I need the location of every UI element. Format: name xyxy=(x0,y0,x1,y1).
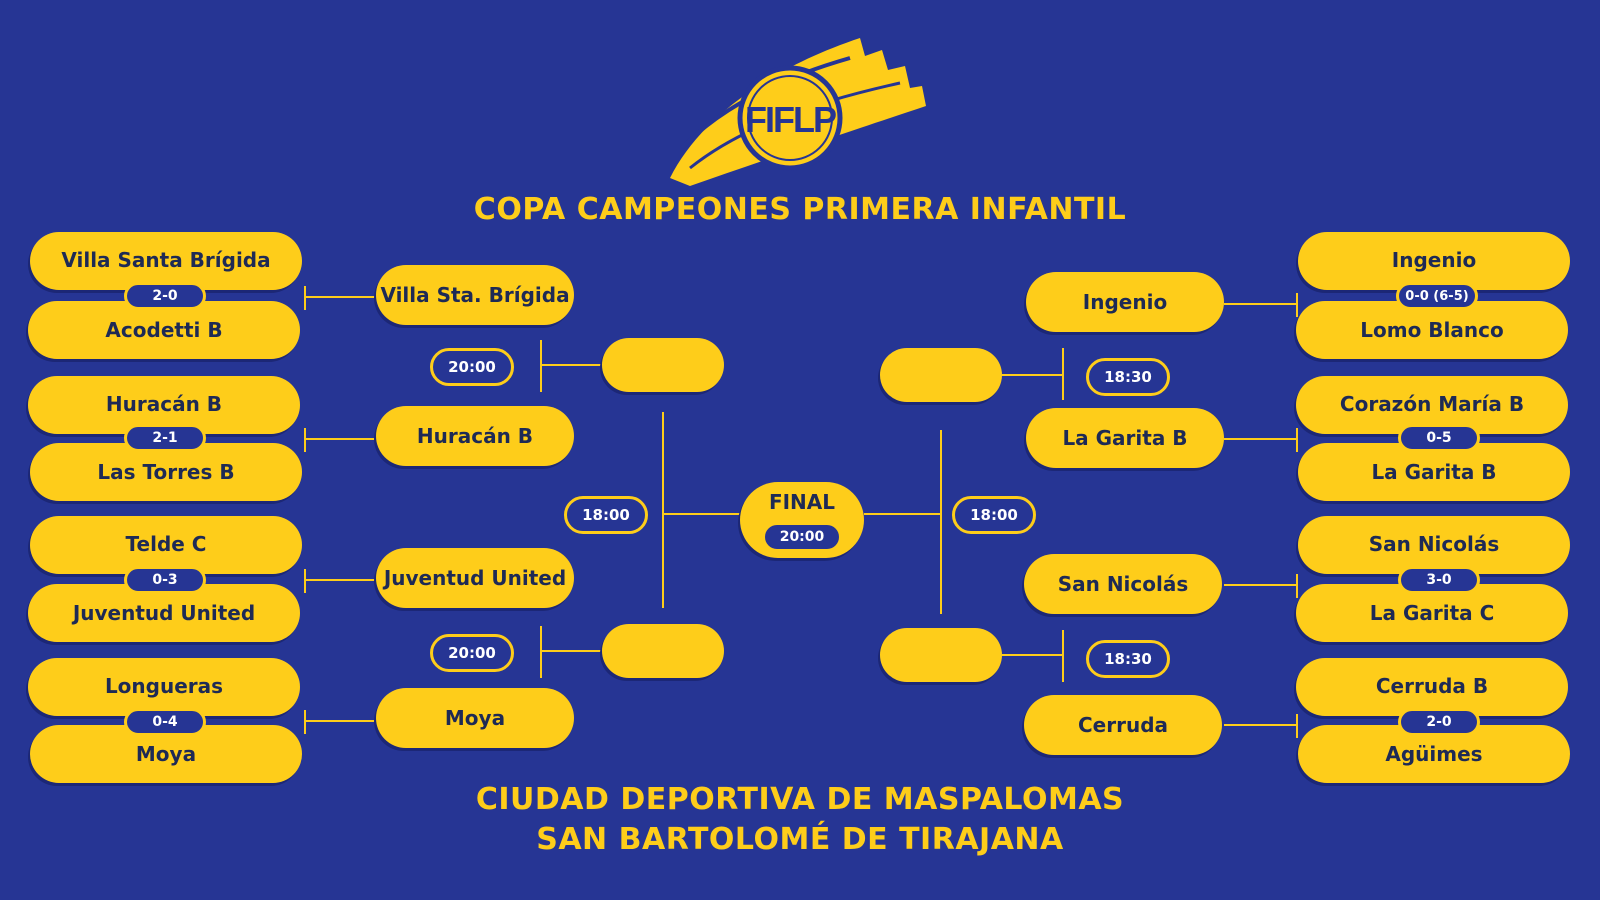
connector xyxy=(304,569,306,593)
connector xyxy=(1296,714,1298,738)
connector xyxy=(1062,630,1064,682)
match-time: 18:30 xyxy=(1086,640,1170,678)
quarter-left-4: Moya xyxy=(376,688,574,748)
logo-text: FIFLP xyxy=(745,99,836,140)
final-label: FINAL xyxy=(768,490,836,514)
connector xyxy=(304,286,306,310)
connector xyxy=(662,513,742,515)
team-right-4-home: Cerruda B xyxy=(1296,658,1568,716)
team-left-1-away: Acodetti B xyxy=(28,301,300,359)
venue-line-1: CIUDAD DEPORTIVA DE MASPALOMAS xyxy=(475,782,1125,817)
connector xyxy=(1224,303,1296,305)
connector xyxy=(1296,428,1298,452)
match-time: 18:30 xyxy=(1086,358,1170,396)
team-right-1-home: Ingenio xyxy=(1298,232,1570,290)
match-time: 18:00 xyxy=(564,496,648,534)
connector xyxy=(304,710,306,734)
score-right-1: 0-0 (6-5) xyxy=(1396,282,1478,310)
quarter-right-3: San Nicolás xyxy=(1024,554,1222,614)
connector xyxy=(1224,438,1296,440)
match-time: 20:00 xyxy=(430,348,514,386)
score-right-2: 0-5 xyxy=(1398,424,1480,452)
connector xyxy=(540,340,542,392)
fiflp-logo: FIFLP xyxy=(660,28,950,192)
connector xyxy=(540,626,542,678)
connector xyxy=(940,430,942,614)
semi-slot-right-1 xyxy=(880,348,1002,402)
page-title: COPA CAMPEONES PRIMERA INFANTIL xyxy=(473,192,1127,227)
connector xyxy=(864,513,940,515)
connector xyxy=(304,438,376,440)
semi-slot-left-2 xyxy=(602,624,724,678)
connector xyxy=(304,579,376,581)
quarter-right-2: La Garita B xyxy=(1026,408,1224,468)
quarter-left-1: Villa Sta. Brígida xyxy=(376,265,574,325)
match-time: 20:00 xyxy=(430,634,514,672)
team-left-2-away: Las Torres B xyxy=(30,443,302,501)
connector xyxy=(1224,724,1296,726)
semi-slot-left-1 xyxy=(602,338,724,392)
score-left-4: 0-4 xyxy=(124,708,206,736)
score-right-4: 2-0 xyxy=(1398,708,1480,736)
connector xyxy=(662,412,664,608)
score-left-2: 2-1 xyxy=(124,424,206,452)
venue-line-2: SAN BARTOLOMÉ DE TIRAJANA xyxy=(536,822,1064,857)
semi-slot-right-2 xyxy=(880,628,1002,682)
quarter-left-3: Juventud United xyxy=(376,548,574,608)
connector xyxy=(540,364,602,366)
score-left-3: 0-3 xyxy=(124,566,206,594)
team-left-3-home: Telde C xyxy=(30,516,302,574)
quarter-left-2: Huracán B xyxy=(376,406,574,466)
team-left-1-home: Villa Santa Brígida xyxy=(30,232,302,290)
connector xyxy=(304,296,376,298)
final-time: 20:00 xyxy=(762,522,842,552)
connector xyxy=(1002,374,1064,376)
connector xyxy=(540,650,602,652)
quarter-right-4: Cerruda xyxy=(1024,695,1222,755)
connector xyxy=(304,428,306,452)
team-right-3-home: San Nicolás xyxy=(1298,516,1570,574)
connector xyxy=(1062,348,1064,400)
connector xyxy=(1296,293,1298,317)
connector xyxy=(1002,654,1064,656)
connector xyxy=(1296,574,1298,598)
score-right-3: 3-0 xyxy=(1398,566,1480,594)
quarter-right-1: Ingenio xyxy=(1026,272,1224,332)
connector xyxy=(1224,584,1296,586)
team-right-1-away: Lomo Blanco xyxy=(1296,301,1568,359)
score-left-1: 2-0 xyxy=(124,282,206,310)
team-left-4-home: Longueras xyxy=(28,658,300,716)
connector xyxy=(304,720,376,722)
match-time: 18:00 xyxy=(952,496,1036,534)
final-match: FINAL 20:00 xyxy=(740,482,864,558)
team-right-2-away: La Garita B xyxy=(1298,443,1570,501)
